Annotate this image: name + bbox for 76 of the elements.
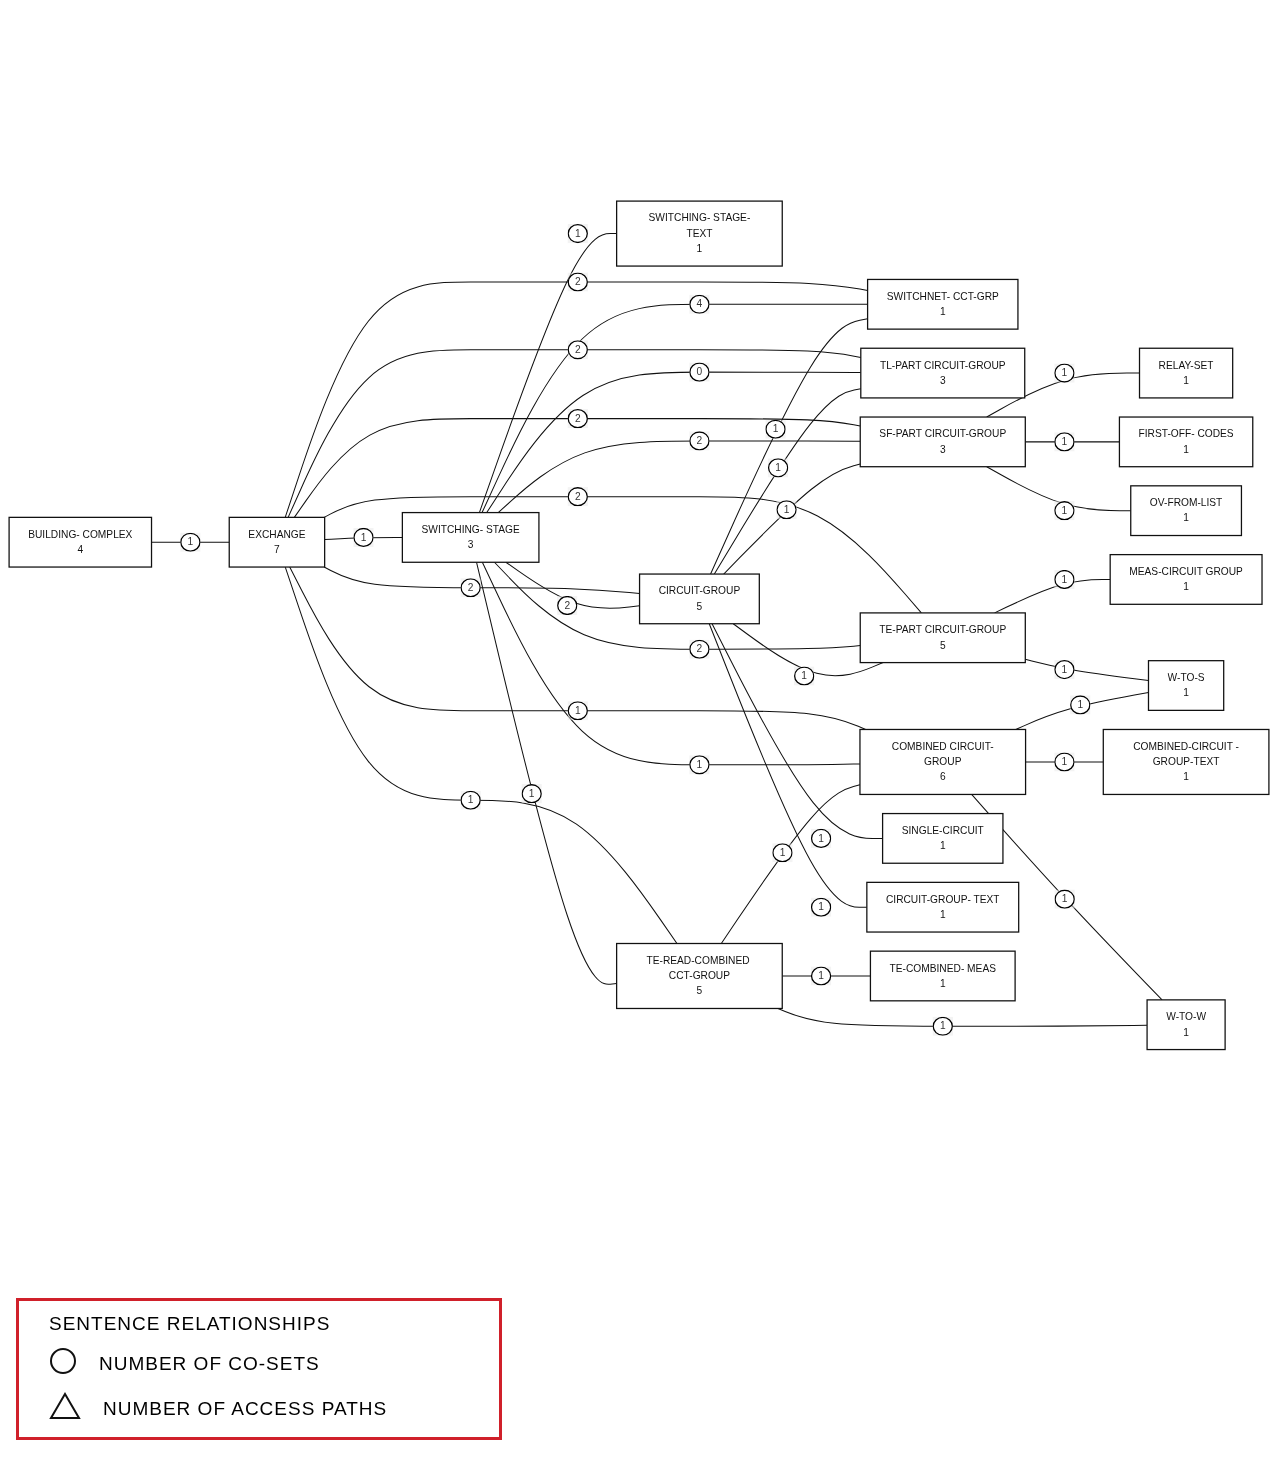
connector [324, 536, 403, 540]
edge-label: 2 [574, 275, 581, 287]
edge-label: 1 [574, 227, 581, 239]
edge-label: 1 [574, 704, 581, 716]
connector [971, 793, 1163, 1001]
edge-label: 1 [775, 461, 781, 473]
legend-text: NUMBER OF ACCESS PATHS [103, 1397, 388, 1420]
edge-label: 2 [574, 490, 581, 502]
connector [986, 372, 1140, 418]
node-box: MEAS-CIRCUIT GROUP 1 [1109, 553, 1263, 605]
node-box: COMBINED CIRCUIT-GROUP 6 [859, 728, 1027, 795]
edge-label: 2 [696, 434, 703, 446]
legend-title: SENTENCE RELATIONSHIPS [49, 1313, 332, 1335]
connector [497, 440, 861, 513]
edge-label: 1 [187, 536, 194, 547]
edge-label: 1 [1061, 435, 1068, 447]
connector [289, 566, 867, 730]
node-box: W-TO-W 1 [1146, 998, 1226, 1050]
edge-label: 1 [1061, 367, 1068, 378]
connector [493, 561, 861, 650]
node-box: CIRCUIT-GROUP- TEXT 1 [866, 881, 1020, 933]
connector [711, 622, 884, 839]
edge-label: 1 [818, 832, 824, 844]
edge-label: 2 [574, 343, 581, 355]
node-box: TE-COMBINED- MEAS 1 [869, 950, 1016, 1002]
edge-label: 1 [528, 787, 535, 799]
edge-label: 1 [1061, 573, 1068, 585]
connector [777, 1007, 1148, 1027]
node-box: EXCHANGE 7 [228, 516, 326, 568]
node-box: SINGLE-CIRCUIT 1 [881, 812, 1004, 864]
connector [994, 578, 1111, 614]
node-box: TE-PART CIRCUIT-GROUP 5 [859, 611, 1026, 663]
edge-label: 1 [1061, 893, 1068, 904]
edge-label: 1 [1077, 698, 1084, 710]
edge-label: 1 [360, 531, 367, 543]
connector [293, 417, 861, 518]
edge-label: 4 [696, 298, 703, 310]
legend-text: NUMBER OF CO-SETS [99, 1352, 320, 1375]
connector [723, 463, 861, 575]
node-box: SWITCHING- STAGE 3 [401, 511, 540, 563]
edge-label: 0 [696, 366, 703, 377]
connector [323, 495, 922, 614]
edge-label: 1 [818, 969, 824, 981]
node-box: SWITCHING- STAGE-TEXT 1 [616, 200, 783, 267]
connector [284, 566, 678, 944]
edge-label: 1 [696, 758, 703, 770]
node-box: TE-READ-COMBINED CCT-GROUP 5 [616, 942, 783, 1009]
node-box: BUILDING- COMPLEX 4 [8, 516, 153, 568]
edge-label: 1 [818, 901, 824, 912]
edge-label: 1 [783, 503, 790, 515]
edge-label: 2 [696, 643, 703, 654]
connector [1025, 761, 1104, 763]
edge-label: 2 [564, 599, 571, 611]
edge-label: 1 [939, 1020, 946, 1032]
node-box: OV-FROM-LIST 1 [1130, 484, 1243, 536]
node-box: COMBINED-CIRCUIT -GROUP-TEXT 1 [1102, 728, 1270, 795]
node-box: CIRCUIT-GROUP 5 [638, 573, 760, 625]
connector [151, 541, 230, 543]
edge-label: 2 [574, 412, 581, 424]
node-box: FIRST-OFF- CODES 1 [1118, 416, 1254, 468]
connector [1015, 691, 1149, 730]
edge-label: 1 [467, 794, 474, 805]
edge-label: 1 [801, 669, 808, 681]
node-box: W-TO-S 1 [1147, 659, 1225, 711]
node-box: SF-PART CIRCUIT-GROUP 3 [859, 416, 1026, 468]
edge-label: 1 [1061, 755, 1068, 767]
node-box: RELAY-SET 1 [1138, 347, 1234, 399]
edge-label: 1 [772, 423, 779, 434]
edge-label: 1 [1061, 504, 1068, 516]
node-box: TL-PART CIRCUIT-GROUP 3 [860, 347, 1026, 399]
edge-label: 1 [779, 846, 786, 858]
edge-label: 1 [1061, 663, 1068, 675]
connector [732, 622, 884, 676]
edge-label: 2 [467, 581, 474, 593]
connector [481, 561, 861, 765]
node-box: SWITCHNET- CCT-GRP 1 [866, 278, 1019, 330]
